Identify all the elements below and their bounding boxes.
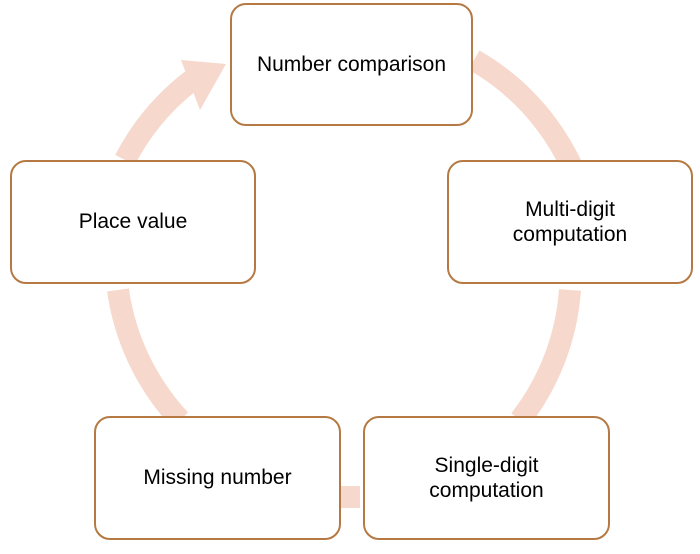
- node-multi-digit-computation-label: Multi-digit computation: [512, 197, 628, 246]
- node-number-comparison-label: Number comparison: [256, 52, 447, 76]
- node-single-digit-computation-label: Single-digit computation: [429, 453, 544, 502]
- node-place-value: Place value: [10, 160, 256, 284]
- node-missing-number: Missing number: [94, 416, 341, 540]
- cycle-ring-track: [107, 288, 189, 428]
- cycle-ring-track: [115, 71, 199, 166]
- node-place-value-label: Place value: [78, 210, 188, 234]
- node-number-comparison: Number comparison: [230, 3, 473, 126]
- node-missing-number-label: Missing number: [143, 466, 292, 490]
- node-multi-digit-computation: Multi-digit computation: [447, 160, 693, 284]
- node-single-digit-computation: Single-digit computation: [363, 416, 610, 540]
- cycle-arrowhead-icon: [181, 60, 226, 110]
- cycle-ring-track: [511, 289, 581, 427]
